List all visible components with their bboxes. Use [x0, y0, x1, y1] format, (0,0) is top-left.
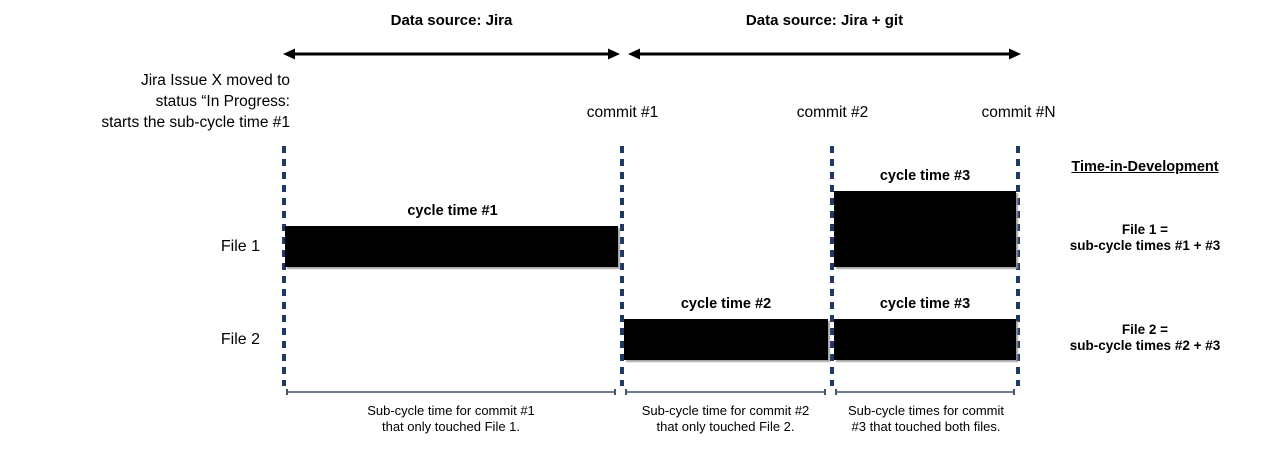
guide-line-commit-1	[620, 146, 624, 386]
row-label-file-2: File 2	[220, 331, 260, 348]
guide-line-commit-2	[830, 146, 834, 386]
commit-label-n: commit #N	[981, 104, 1056, 121]
commit-label-2: commit #2	[796, 104, 869, 121]
bar-file1-cycle3	[834, 191, 1016, 267]
band-label-jira: Data source: Jira	[390, 12, 513, 29]
time-in-development-title: Time-in-Development	[1071, 159, 1219, 175]
sub-cycle-rule-3	[834, 388, 1016, 396]
time-in-development-file-2: File 2 = sub-cycle times #2 + #3	[1069, 322, 1221, 353]
bar-label-file1-cycle1: cycle time #1	[407, 203, 498, 219]
bar-label-file1-cycle3: cycle time #3	[879, 168, 971, 184]
band-arrow-jira-git	[628, 47, 1021, 61]
bar-file1-cycle1	[285, 226, 618, 267]
band-label-jira-git: Data source: Jira + git	[745, 12, 904, 29]
bar-file2-cycle3	[834, 319, 1016, 360]
row-label-file-1: File 1	[220, 238, 260, 255]
sub-cycle-rule-1	[285, 388, 617, 396]
bar-file2-cycle2	[624, 319, 828, 360]
sub-cycle-caption-3: Sub-cycle times for commit #3 that touch…	[847, 403, 1005, 434]
sub-cycle-caption-1: Sub-cycle time for commit #1 that only t…	[367, 403, 535, 434]
time-in-development-file-1: File 1 = sub-cycle times #1 + #3	[1069, 222, 1221, 253]
band-arrow-jira	[283, 47, 620, 61]
guide-line-cycle-start	[282, 146, 286, 386]
jira-status-caption: Jira Issue X moved to status “In Progres…	[101, 72, 290, 131]
sub-cycle-rule-2	[624, 388, 827, 396]
bar-label-file2-cycle2: cycle time #2	[680, 296, 772, 312]
sub-cycle-caption-2: Sub-cycle time for commit #2 that only t…	[641, 403, 810, 434]
bar-label-file2-cycle3: cycle time #3	[879, 296, 971, 312]
guide-line-commit-n	[1016, 146, 1020, 386]
commit-label-1: commit #1	[586, 104, 659, 121]
